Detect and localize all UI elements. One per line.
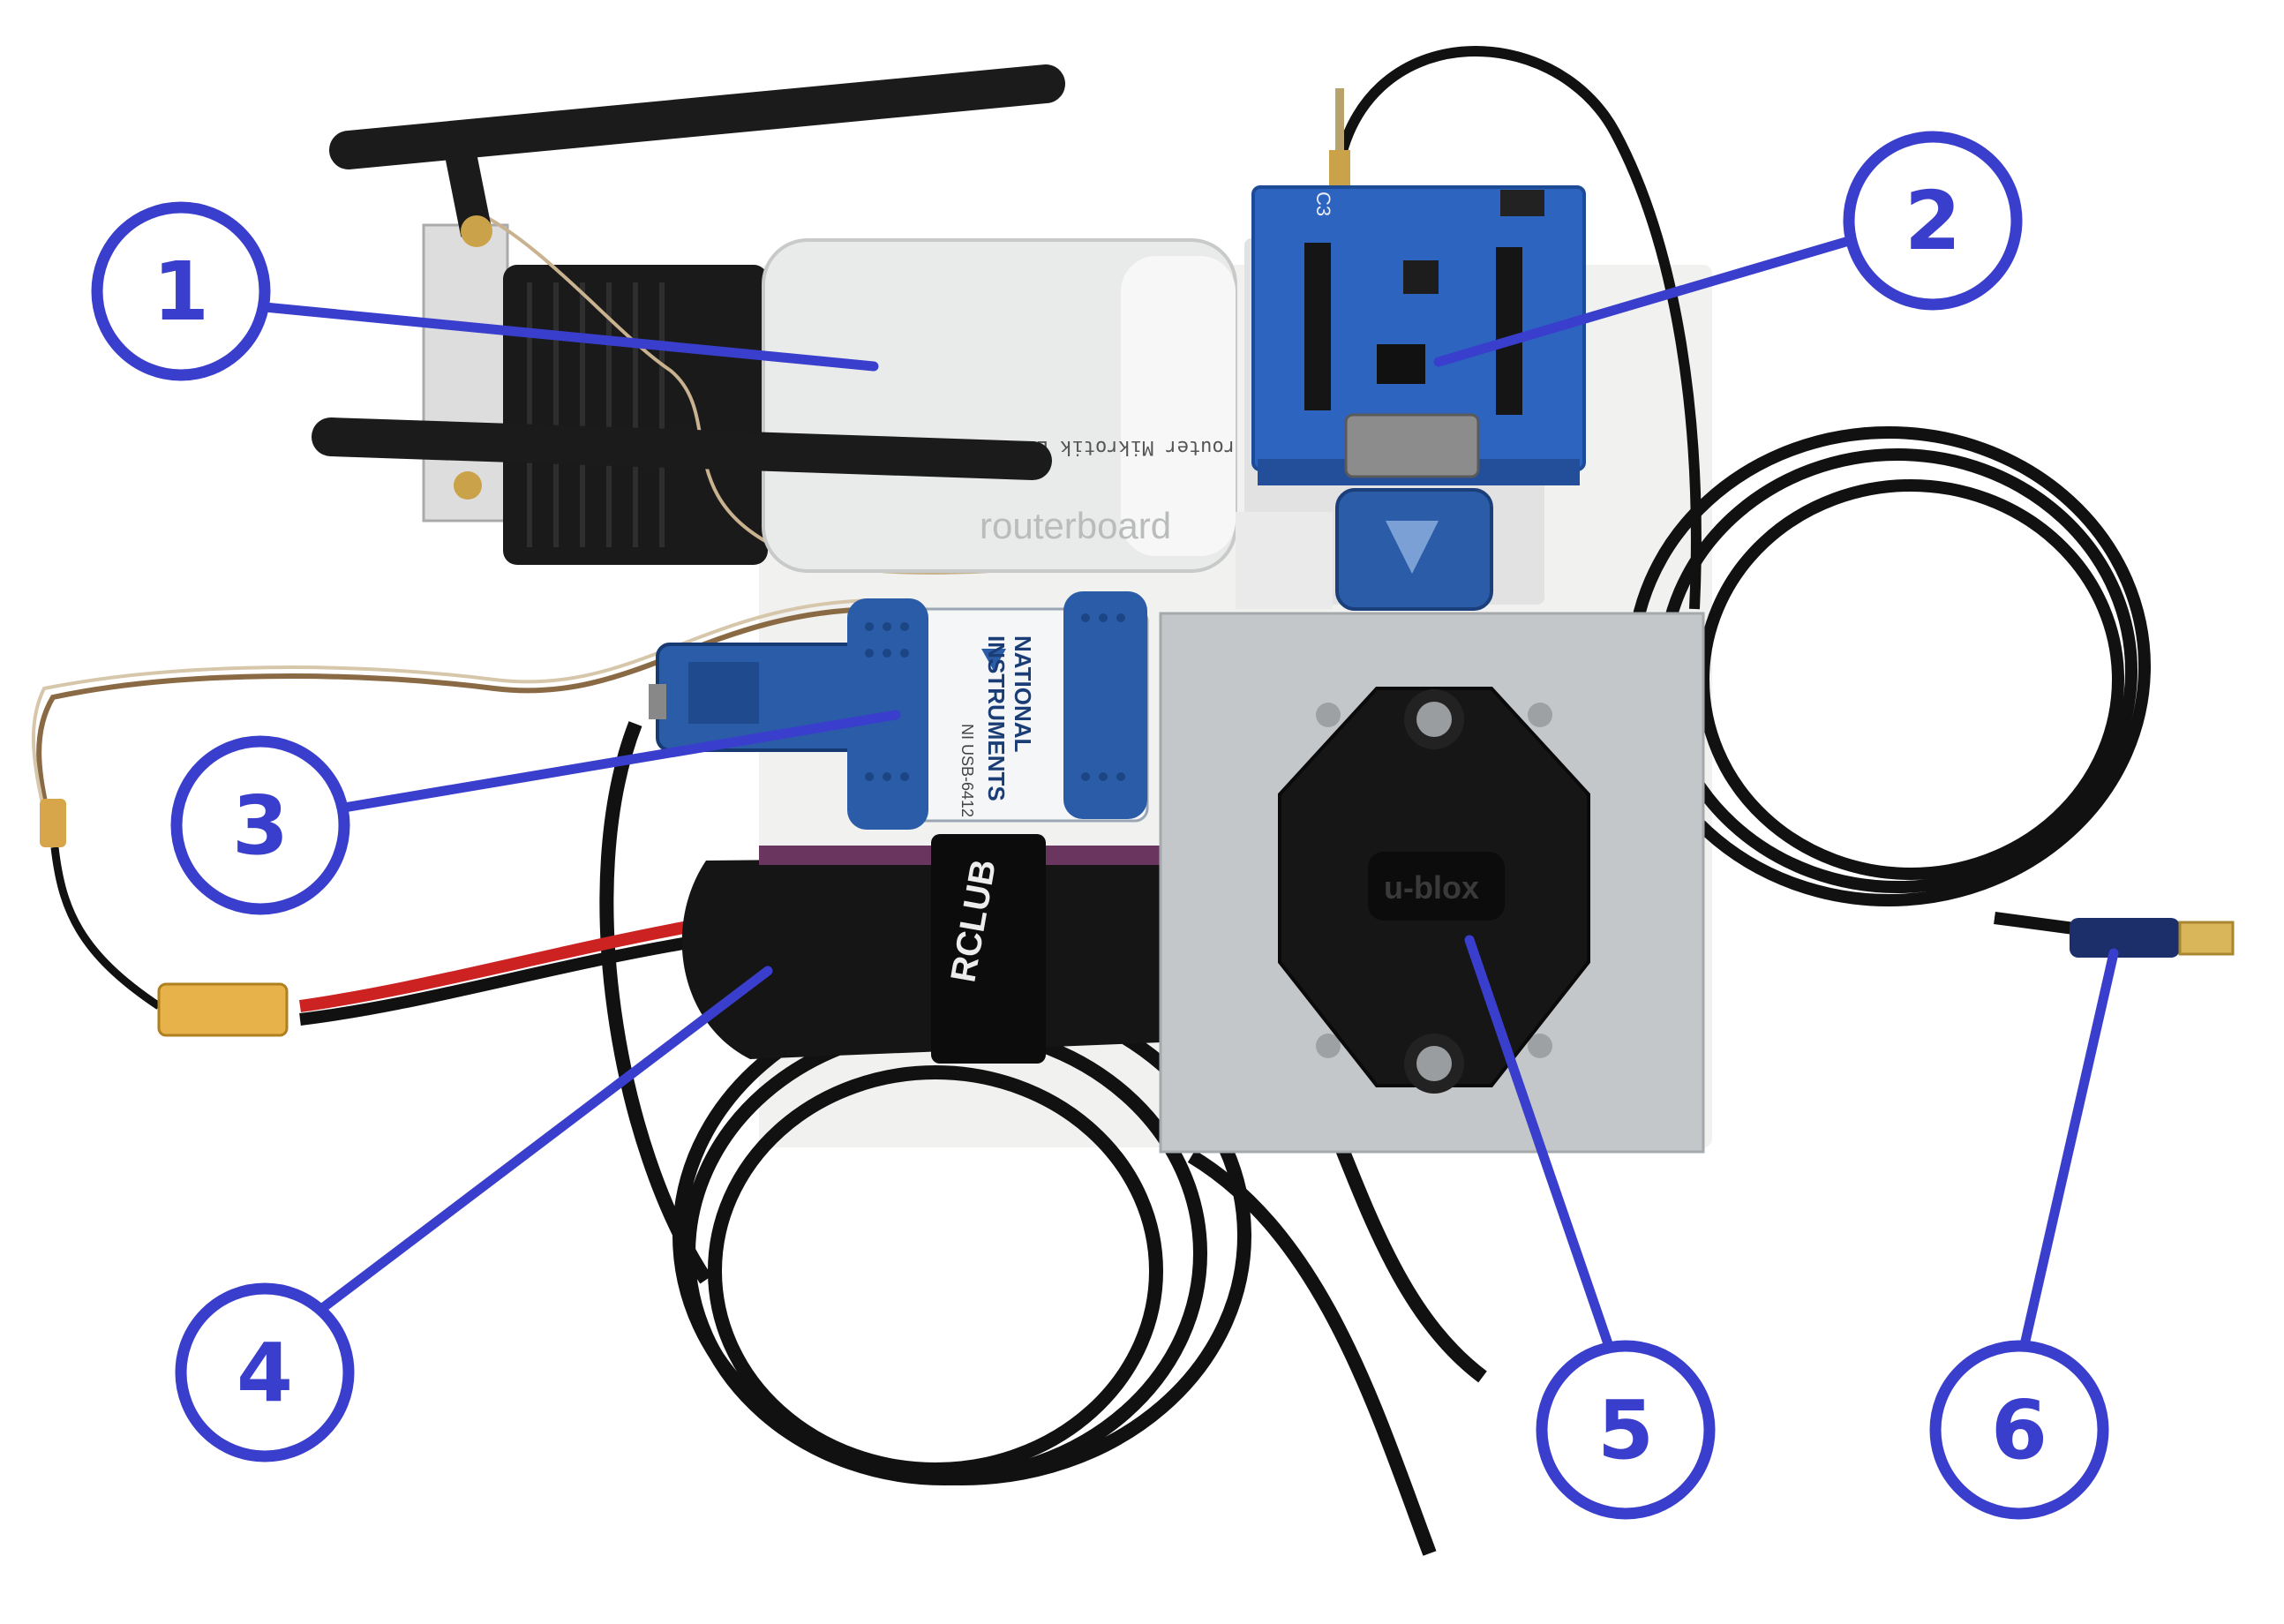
db9-connector (1344, 413, 1480, 478)
lipo-battery: RCLUB (157, 834, 1183, 1064)
callout-5: 5 (1536, 1340, 1716, 1520)
ni-model-label: NI USB-6412 (958, 724, 976, 817)
callout-2: 2 (1843, 131, 2023, 311)
callout-3: 3 (170, 735, 350, 915)
board-tag: C3 (1312, 192, 1334, 216)
velcro-strap (931, 834, 1046, 1064)
callouts: 1 2 3 4 5 6 (91, 131, 2109, 1520)
daq-bumper-right (1063, 591, 1147, 819)
header-right (1496, 247, 1522, 415)
cable-arc-top (1332, 45, 1702, 610)
radio-board-stack: C3 (1236, 88, 1586, 611)
ni-label-line2: INSTRUMENTS (983, 635, 1010, 801)
ni-logo (981, 649, 1006, 671)
wire-lead (50, 846, 162, 1010)
callout-line-1 (259, 302, 879, 372)
callout-4-number: 4 (237, 1326, 293, 1420)
callout-4: 4 (175, 1282, 355, 1462)
usb-plug (2070, 918, 2235, 958)
callout-line-3 (339, 710, 901, 813)
callout-line-6 (2014, 948, 2119, 1373)
gnss-antenna-assembly: u-blox (1159, 612, 1705, 1154)
callout-line-2 (1433, 233, 1863, 367)
antenna-top (329, 64, 1065, 169)
sma-connector-left (40, 799, 66, 847)
router-brand-label: routerboard (980, 505, 1171, 546)
battery-leads (299, 921, 690, 1012)
callout-1-number: 1 (153, 244, 209, 339)
xt60-connector (157, 982, 289, 1037)
callout-1: 1 (91, 201, 271, 381)
callout-3-number: 3 (232, 778, 289, 873)
antenna-bottom (312, 417, 1052, 480)
ublox-logo: u-blox (1384, 869, 1479, 906)
callout-6: 6 (1929, 1340, 2109, 1520)
callout-line-4 (308, 966, 773, 1320)
callout-lines (259, 233, 2119, 1373)
callout-2-number: 2 (1905, 174, 1961, 268)
callout-5-number: 5 (1597, 1383, 1654, 1477)
header-left (1304, 243, 1331, 410)
callout-line-5 (1464, 935, 1619, 1365)
ni-label-line1: NATIONAL (1010, 635, 1036, 753)
ni-daq-module: NATIONAL INSTRUMENTS NI USB-6412 (649, 591, 1149, 830)
usb-plug-body (2070, 918, 2180, 958)
callout-6-number: 6 (1991, 1383, 2047, 1477)
usb-plug-tip (2178, 921, 2235, 956)
